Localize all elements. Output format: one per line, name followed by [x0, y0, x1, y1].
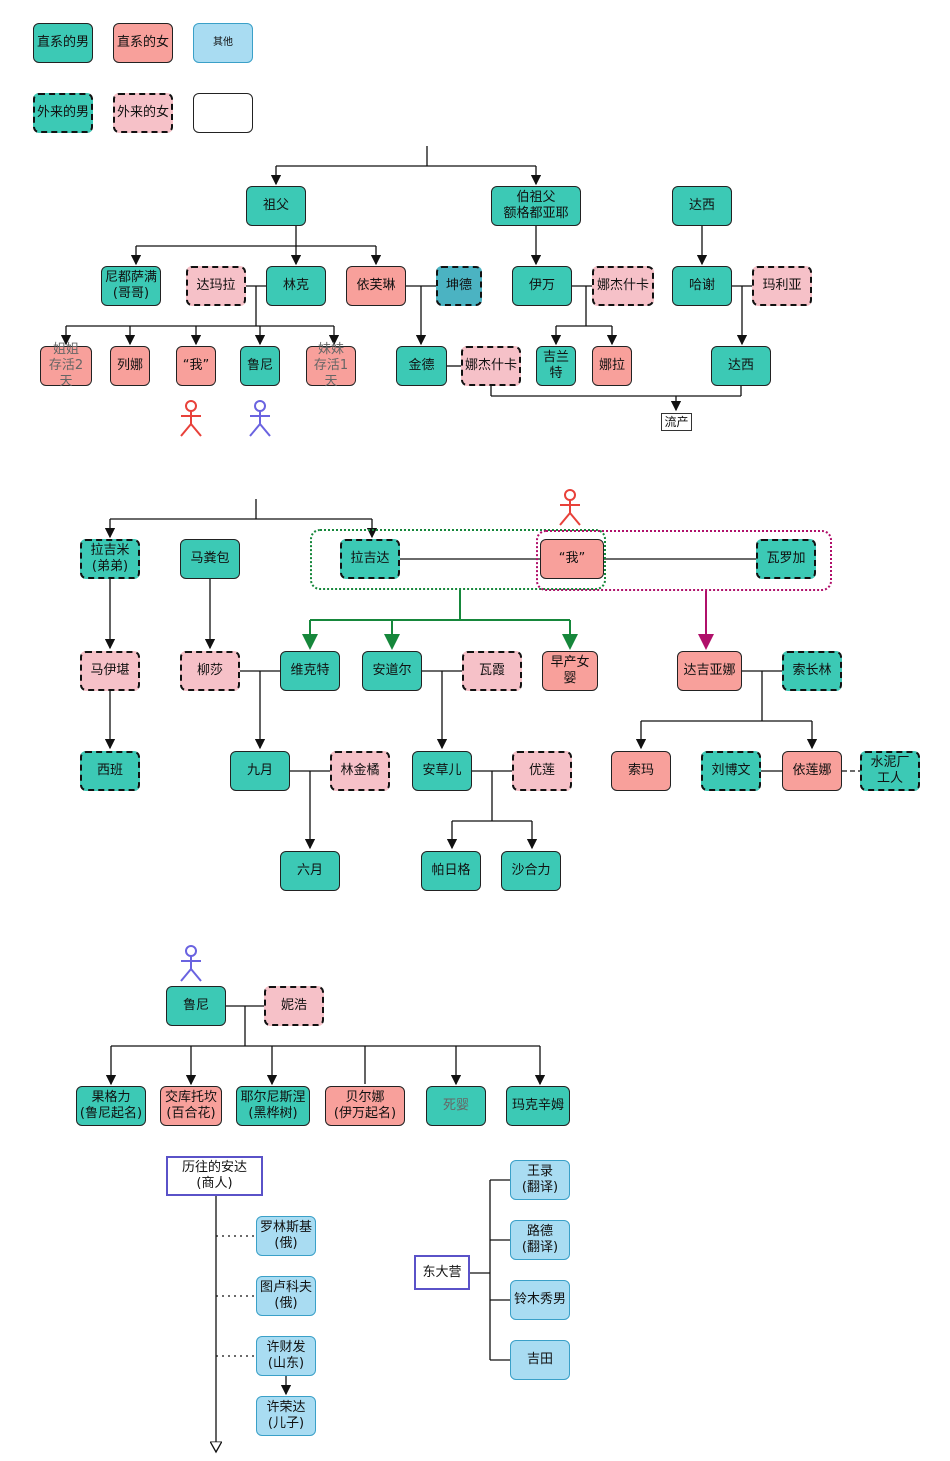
- node-liuchan: 流产: [661, 413, 692, 431]
- node-luni-1: 鲁尼: [240, 346, 280, 386]
- node-yilianna: 依莲娜: [782, 751, 842, 791]
- node-ancaoer: 安草儿: [412, 751, 472, 791]
- node-shuini: 水泥厂 工人: [860, 751, 920, 791]
- node-liena: 列娜: [110, 346, 150, 386]
- node-jiuyue: 九月: [230, 751, 290, 791]
- anda-item: 图卢科夫 (俄): [256, 1276, 316, 1316]
- node-grandfather: 祖父: [246, 186, 306, 226]
- node-guogeli: 果格力 (鲁尼起名): [76, 1086, 146, 1126]
- node-linke: 林克: [266, 266, 326, 306]
- node-nala: 娜拉: [592, 346, 632, 386]
- node-nidu: 尼都萨满 (哥哥): [101, 266, 161, 306]
- lajida-group-outline: [310, 529, 606, 590]
- node-lajida: 拉吉达: [340, 539, 400, 579]
- node-daxi-top: 达西: [672, 186, 732, 226]
- anda-item: 许财发 (山东): [256, 1336, 316, 1376]
- node-jiaoku: 交库托坎 (百合花): [160, 1086, 222, 1126]
- dongdaying-item: 铃木秀男: [510, 1280, 570, 1320]
- node-jiejie: 姐姐 存活2天: [40, 342, 92, 389]
- legend-direct-male: 直系的男: [33, 23, 93, 63]
- node-nihao: 妮浩: [264, 986, 324, 1026]
- node-weikete: 维克特: [280, 651, 340, 691]
- node-daxi-child: 达西: [711, 346, 771, 386]
- node-luni-2: 鲁尼: [166, 986, 226, 1026]
- person-figure-icon: [249, 400, 271, 437]
- node-xiban: 西班: [80, 751, 140, 791]
- node-haxie: 哈谢: [672, 266, 732, 306]
- node-suochanglin: 索长林: [782, 651, 842, 691]
- node-yifulin: 依芙琳: [346, 266, 406, 306]
- node-yiwan: 伊万: [512, 266, 572, 306]
- dongdaying-item: 路德 (翻译): [510, 1220, 570, 1260]
- node-kunde: 坤德: [436, 266, 482, 306]
- node-andaoer: 安道尔: [362, 651, 422, 691]
- node-jinde: 金德: [396, 346, 447, 386]
- node-waluojia: 瓦罗加: [756, 539, 816, 579]
- node-jilante: 吉兰 特: [536, 346, 576, 386]
- waluojia-group-outline: [536, 530, 832, 591]
- legend-outside-female: 外来的女: [113, 93, 173, 133]
- dongdaying-title: 东大营: [414, 1255, 470, 1290]
- legend-outside-male: 外来的男: [33, 93, 93, 133]
- node-dajiyana: 达吉亚娜: [677, 651, 742, 691]
- dongdaying-item: 吉田: [510, 1340, 570, 1380]
- node-najieshika-1: 娜杰什卡: [592, 266, 654, 306]
- node-mayikan: 马伊堪: [80, 651, 140, 691]
- node-shaheli: 沙合力: [501, 851, 561, 891]
- node-waxia: 瓦霞: [462, 651, 522, 691]
- node-pariige: 帕日格: [421, 851, 481, 891]
- node-liubowen: 刘博文: [701, 751, 761, 791]
- node-beierna: 贝尔娜 (伊万起名): [325, 1086, 405, 1126]
- node-zaochan: 早产女 婴: [542, 651, 598, 691]
- legend-blank: [193, 93, 253, 133]
- anda-title: 历往的安达 (商人): [166, 1156, 263, 1196]
- node-wo-1: “我”: [176, 346, 216, 386]
- person-figure-icon: [180, 400, 202, 437]
- node-siying: 死婴: [426, 1086, 486, 1126]
- node-liuyue: 六月: [280, 851, 340, 891]
- node-lajimi: 拉吉米 (弟弟): [80, 539, 140, 579]
- legend-other: 其他: [193, 23, 253, 63]
- anda-item: 罗林斯基 (俄): [256, 1216, 316, 1256]
- node-damala: 达玛拉: [186, 266, 246, 306]
- node-suoma: 索玛: [611, 751, 671, 791]
- node-linjinju: 林金橘: [330, 751, 390, 791]
- person-figure-icon: [180, 945, 202, 982]
- legend-direct-female: 直系的女: [113, 23, 173, 63]
- node-meimei: 妹妹 存活1天: [306, 342, 356, 389]
- node-granduncle: 伯祖父 额格都亚耶: [491, 186, 581, 226]
- node-youlian: 优莲: [512, 751, 572, 791]
- node-yeerni: 耶尔尼斯涅 (黑桦树): [236, 1086, 310, 1126]
- node-liusha: 柳莎: [180, 651, 240, 691]
- dongdaying-item: 王录 (翻译): [510, 1160, 570, 1200]
- person-figure-icon: [559, 489, 581, 526]
- node-wo-2: “我”: [540, 539, 604, 579]
- node-make: 玛克辛姆: [506, 1086, 570, 1126]
- node-maliya: 玛利亚: [752, 266, 812, 306]
- node-mafenbao: 马粪包: [180, 539, 240, 579]
- node-najieshika-2: 娜杰什卡: [461, 346, 521, 386]
- anda-item: 许荣达 (儿子): [256, 1396, 316, 1436]
